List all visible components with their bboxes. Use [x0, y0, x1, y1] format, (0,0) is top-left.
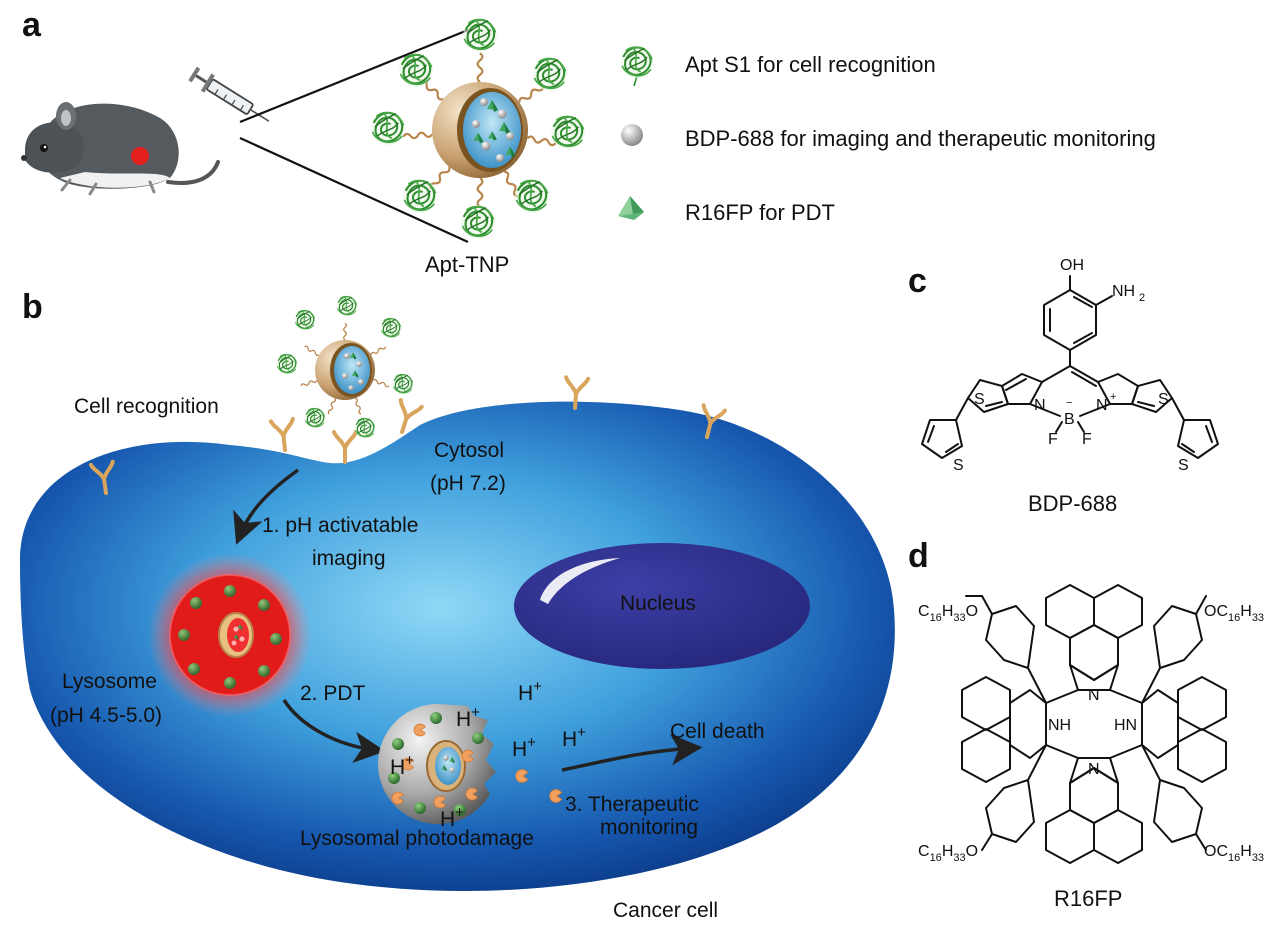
- proton-4: H+: [512, 734, 536, 761]
- bdp-688-label: BDP-688: [1028, 491, 1117, 516]
- svg-text:N: N: [1096, 397, 1108, 414]
- arrow-cell-death: [561, 733, 703, 772]
- panel-label-d: d: [908, 537, 929, 575]
- panel-label-a: a: [22, 6, 42, 44]
- panel-label-b: b: [22, 288, 43, 326]
- legend-item-r16fp: R16FP for PDT: [618, 196, 835, 225]
- svg-text:F: F: [1082, 431, 1092, 448]
- lysosome-damaged: [378, 704, 496, 824]
- cytosol-ph-label: (pH 7.2): [430, 472, 506, 495]
- svg-text:B: B: [1064, 411, 1075, 428]
- arrow-pdt: [282, 699, 386, 764]
- legend-text-aptamer: Apt S1 for cell recognition: [685, 52, 936, 77]
- proton-3: H+: [440, 804, 464, 831]
- lysosome-ph-label: (pH 4.5-5.0): [50, 704, 162, 727]
- legend-item-aptamer: Apt S1 for cell recognition: [619, 44, 936, 87]
- svg-text:S: S: [953, 457, 964, 474]
- svg-text:N: N: [1034, 397, 1046, 414]
- lysosome-label: Lysosome: [62, 670, 157, 693]
- step1-label-line2: imaging: [312, 547, 386, 570]
- cancer-cell-label: Cancer cell: [613, 899, 718, 922]
- proton-2: H+: [390, 752, 414, 779]
- mouse-illustration: [21, 102, 220, 196]
- legend-text-r16fp: R16FP for PDT: [685, 200, 835, 225]
- svg-text:NH: NH: [1112, 283, 1135, 300]
- svg-text:N: N: [1088, 761, 1100, 778]
- pyramid-icon: [618, 196, 644, 220]
- step3-label-line2: monitoring: [600, 816, 698, 839]
- nucleus: [514, 543, 810, 669]
- svg-text:N: N: [1088, 687, 1100, 704]
- arrow-uptake: [233, 468, 300, 545]
- sphere-icon: [621, 124, 643, 146]
- proton-1: H+: [456, 704, 480, 731]
- r16fp-label: R16FP: [1054, 886, 1122, 911]
- apt-tnp-small: [275, 294, 415, 440]
- apt-tnp-label: Apt-TNP: [425, 252, 509, 277]
- svg-text:−: −: [1066, 397, 1072, 409]
- svg-text:OC16H33: OC16H33: [1204, 603, 1264, 624]
- photodamage-label: Lysosomal photodamage: [300, 827, 534, 850]
- r16fp-structure: C16H33O OC16H33 C16H33O OC16H33 N N NH H…: [918, 584, 1264, 864]
- panel-label-c: c: [908, 262, 927, 300]
- svg-text:S: S: [1158, 391, 1169, 408]
- proton-6: H+: [562, 724, 586, 751]
- apt-tnp-nanoparticle: [370, 17, 586, 240]
- bdp-688-structure: OH NH 2 N N + B − F F S S S S: [921, 257, 1219, 474]
- legend: Apt S1 for cell recognition BDP-688 for …: [618, 44, 1156, 225]
- step2-label: 2. PDT: [300, 682, 366, 705]
- proton-5: H+: [518, 678, 542, 705]
- nucleus-label: Nucleus: [620, 592, 696, 615]
- svg-text:S: S: [1178, 457, 1189, 474]
- svg-text:S: S: [974, 391, 985, 408]
- svg-text:C16H33O: C16H33O: [918, 603, 978, 624]
- zoom-line-top: [239, 28, 469, 124]
- svg-text:OH: OH: [1060, 257, 1084, 274]
- protons: H+ H+ H+ H+ H+ H+: [390, 678, 586, 831]
- step3-label-line1: 3. Therapeutic: [565, 793, 699, 816]
- zoom-line-bottom: [239, 136, 469, 244]
- svg-text:C16H33O: C16H33O: [918, 843, 978, 864]
- lysosome-activated: [148, 553, 312, 717]
- svg-text:+: +: [1110, 391, 1116, 403]
- legend-text-bdp: BDP-688 for imaging and therapeutic moni…: [685, 126, 1156, 151]
- svg-text:OC16H33: OC16H33: [1204, 843, 1264, 864]
- cell-recognition-label: Cell recognition: [74, 395, 219, 418]
- legend-item-bdp: BDP-688 for imaging and therapeutic moni…: [621, 124, 1156, 151]
- step1-label-line1: 1. pH activatable: [262, 514, 418, 537]
- svg-text:HN: HN: [1114, 717, 1137, 734]
- cell-death-label: Cell death: [670, 720, 765, 743]
- svg-text:F: F: [1048, 431, 1058, 448]
- svg-text:2: 2: [1139, 292, 1145, 304]
- syringe-icon: [188, 66, 270, 122]
- aptamer-coil-icon: [619, 44, 655, 87]
- cytosol-label: Cytosol: [434, 439, 504, 462]
- tumor-icon: [131, 147, 149, 165]
- svg-text:NH: NH: [1048, 717, 1071, 734]
